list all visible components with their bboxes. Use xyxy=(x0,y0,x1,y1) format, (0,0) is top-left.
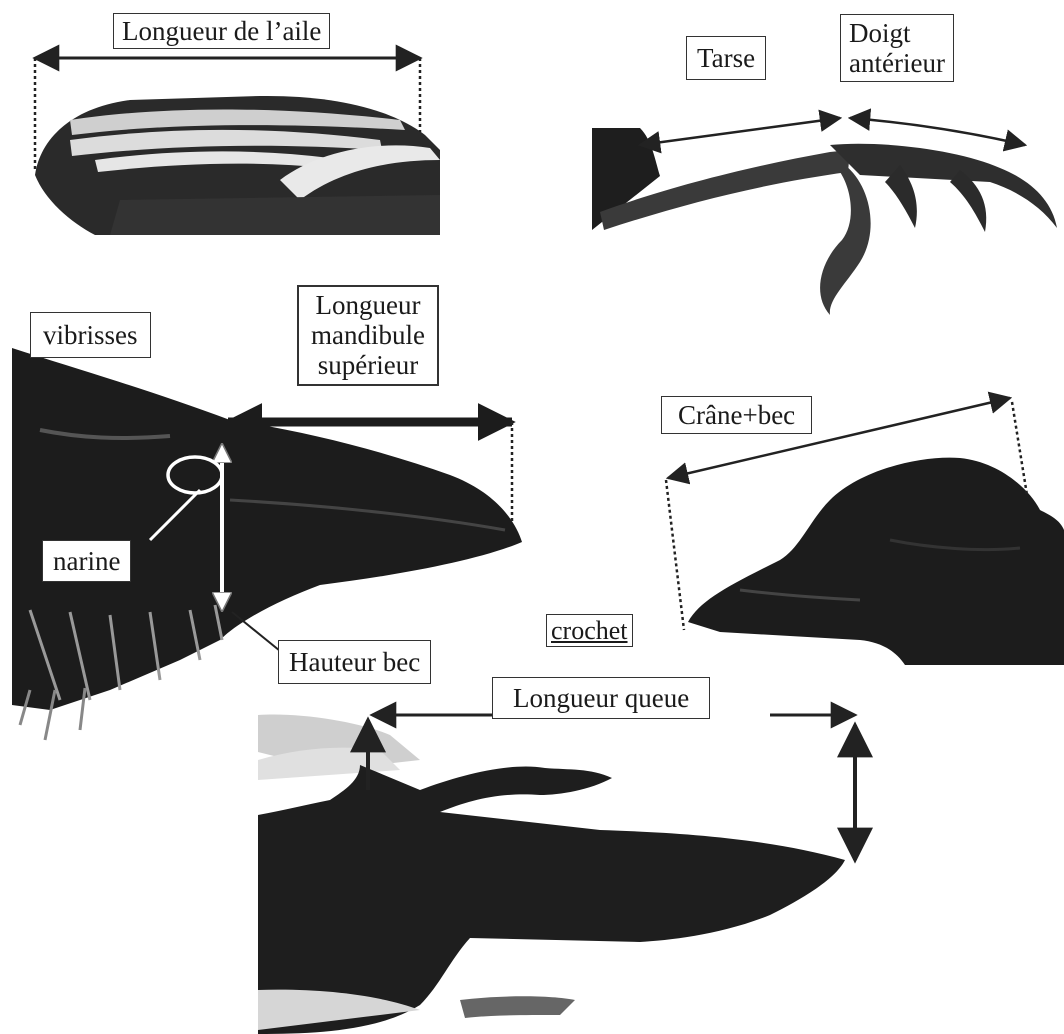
label-vibrissae-text: vibrisses xyxy=(43,320,138,350)
skull-bill-guide xyxy=(666,480,684,630)
wing-figure xyxy=(35,96,440,235)
label-tail-length: Longueur queue xyxy=(492,677,710,719)
label-skull-bill: Crâne+bec xyxy=(661,396,812,434)
label-nostril-text: narine xyxy=(53,546,120,576)
tarsus-arrow xyxy=(640,118,840,145)
label-upper-mandible-line2: mandibule xyxy=(311,320,425,350)
label-tail-length-text: Longueur queue xyxy=(513,683,689,713)
label-front-toe-line1: Doigt xyxy=(849,18,945,48)
label-hook: crochet xyxy=(546,614,633,647)
label-tarsus: Tarse xyxy=(686,36,766,80)
label-tarsus-text: Tarse xyxy=(697,43,755,73)
label-upper-mandible: Longueur mandibule supérieur xyxy=(297,285,439,386)
label-wing-length: Longueur de l’aile xyxy=(113,13,330,49)
tail-figure xyxy=(258,714,845,1034)
label-wing-length-text: Longueur de l’aile xyxy=(122,16,321,46)
foot-figure xyxy=(592,128,1057,315)
label-bill-depth-text: Hauteur bec xyxy=(289,647,420,677)
label-hook-text: crochet xyxy=(551,616,628,645)
label-skull-bill-text: Crâne+bec xyxy=(678,400,795,430)
label-upper-mandible-line3: supérieur xyxy=(311,350,425,380)
label-bill-depth: Hauteur bec xyxy=(278,640,431,684)
front-toe-arrow xyxy=(850,118,1025,145)
label-upper-mandible-line1: Longueur xyxy=(311,290,425,320)
label-front-toe: Doigt antérieur xyxy=(840,14,954,82)
label-vibrissae: vibrisses xyxy=(30,312,151,358)
label-front-toe-line2: antérieur xyxy=(849,48,945,78)
head-profile-figure xyxy=(688,458,1064,665)
label-nostril: narine xyxy=(42,540,131,582)
